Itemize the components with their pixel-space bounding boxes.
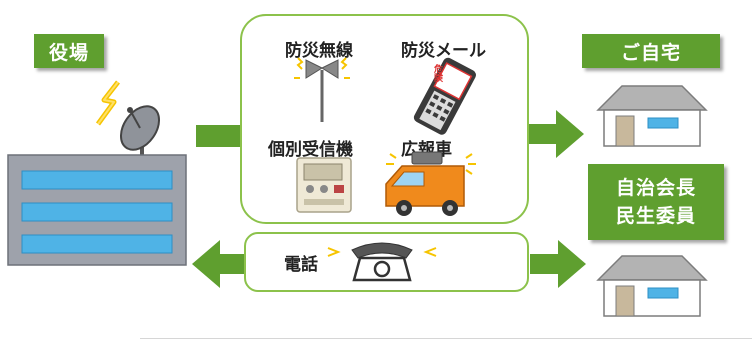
- home-house-icon: [596, 85, 708, 147]
- home-label: ご自宅: [582, 34, 720, 68]
- broadcast-methods-panel: [240, 14, 529, 224]
- pa-truck-icon: [385, 151, 476, 216]
- town-hall-building: [7, 154, 187, 266]
- individual-receiver-label: 個別受信機: [268, 140, 353, 160]
- danger-badge: 危険: [432, 64, 442, 82]
- leader-house-icon: [596, 255, 708, 317]
- disaster-mail-label: 防災メール: [401, 41, 486, 61]
- arrow-hall-to-panel: [196, 125, 244, 147]
- phone-label: 電話: [284, 255, 318, 275]
- community-leader-line1: 自治会長: [615, 177, 696, 199]
- arrow-phone-to-hall: [192, 240, 250, 288]
- arrow-panel-to-home: [526, 110, 584, 158]
- signal-bolt-icon: [95, 80, 120, 126]
- satellite-dish-icon: [119, 105, 161, 158]
- loudspeaker-icon: [294, 57, 350, 122]
- community-leader-label: 自治会長 民生委員: [588, 164, 724, 240]
- community-leader-line2: 民生委員: [615, 205, 696, 227]
- disaster-radio-label: 防災無線: [285, 41, 353, 61]
- radio-receiver-icon: [296, 157, 352, 213]
- mobile-phone-icon: [413, 57, 476, 135]
- town-hall-label: 役場: [34, 34, 104, 68]
- arrow-phone-to-leader: [530, 240, 586, 288]
- bottom-divider: [140, 338, 752, 339]
- telephone-icon: [327, 242, 437, 282]
